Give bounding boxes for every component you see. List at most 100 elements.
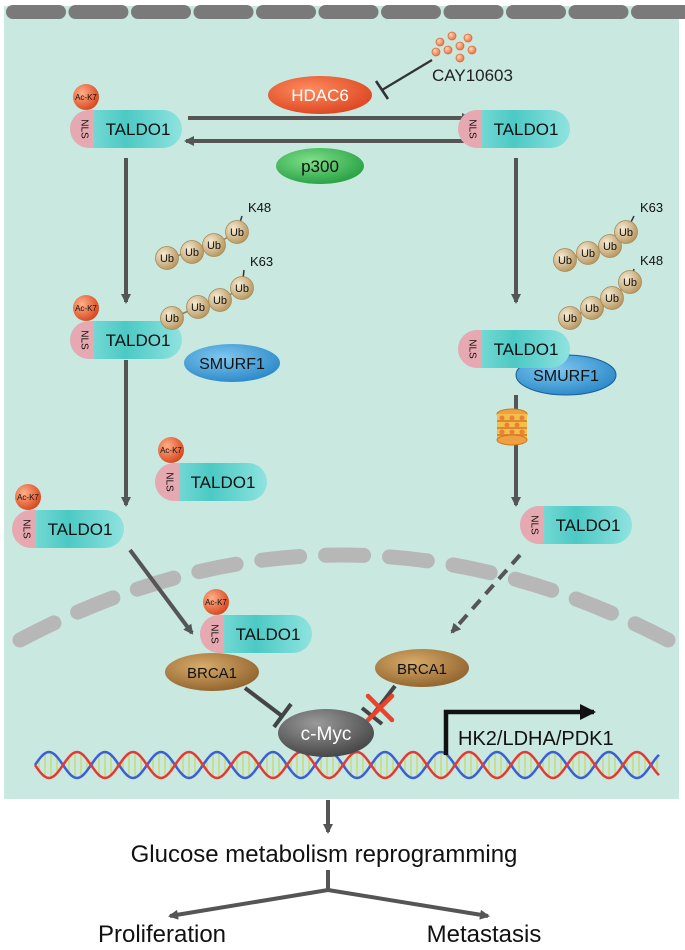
ub-label: Ub [619,227,633,239]
ubiquitin: Ub [598,234,622,258]
taldo1-label: TALDO1 [106,331,171,350]
ub-label: Ub [605,293,619,305]
acetyl-label: Ac-K7 [160,446,182,455]
taldo1-label: TALDO1 [106,120,171,139]
brca1-right: BRCA1 [375,649,469,687]
brca1-left: BRCA1 [165,653,259,691]
nls-label: NLS [528,515,539,535]
membrane-segment [131,5,191,19]
outcome-main-label: Glucose metabolism reprogramming [131,841,518,868]
ubiquitin: Ub [553,248,577,272]
ub-label: Ub [207,240,221,252]
brca1-label: BRCA1 [187,665,237,682]
nls-label: NLS [20,519,31,539]
ubiquitin: Ub [618,270,642,294]
p300-enzyme: p300 [276,148,364,184]
membrane-segment [381,5,441,19]
membrane-segment [68,5,129,19]
ubiquitin: Ub [230,276,254,300]
nls-domain [70,321,94,359]
ub-label: Ub [235,283,249,295]
ub-label: Ub [191,302,205,314]
nls-label: NLS [466,119,477,139]
acetylation-k7: Ac-K7 [73,295,99,321]
ubiquitin: Ub [155,246,179,270]
membrane-segment [318,5,379,19]
branch-left-arrow [168,888,329,920]
taldo1-label: TALDO1 [236,625,301,644]
acetylation-k7: Ac-K7 [73,84,99,110]
p300-label: p300 [301,157,339,176]
membrane-segment [568,5,629,19]
acetyl-label: Ac-K7 [75,304,97,313]
membrane-segment [6,5,66,19]
nls-domain [458,330,482,368]
ub-label: Ub [185,247,199,259]
ubiquitin: Ub [208,288,232,312]
nls-domain [12,510,36,548]
nls-domain [200,615,224,653]
ub-label: Ub [623,277,637,289]
outcome-right-label: Metastasis [427,921,542,945]
inhibitor-line [381,59,433,91]
linkage-label: K48 [248,200,271,215]
impaired-import-arrow [450,553,522,634]
dna-strand-red [33,750,660,780]
nls-domain [70,110,94,148]
ubiquitin: Ub [558,306,582,330]
ub-label: Ub [213,295,227,307]
ub-label: Ub [585,303,599,315]
cluster-of-dots-icon [431,31,477,63]
taldo1-protein: NLS TALDO1 Ac-K7 [70,295,182,359]
linkage-label: K63 [250,254,273,269]
outcome-left-label: Proliferation [98,921,226,945]
ubiquitin: Ub [160,306,184,330]
brca1-label: BRCA1 [397,661,447,678]
ubiquitin: Ub [202,233,226,257]
nls-label: NLS [78,330,89,350]
branch-right-arrow [327,888,490,920]
taldo1-label: TALDO1 [556,516,621,535]
ubiquitin: Ub [614,220,638,244]
taldo1-label: TALDO1 [494,120,559,139]
taldo1-protein: NLS TALDO1 [458,110,570,148]
membrane-segment [506,5,566,19]
acetylation-k7: Ac-K7 [203,589,229,615]
ub-label: Ub [230,227,244,239]
ubiquitin: Ub [180,240,204,264]
red-cross-icon [365,693,395,723]
t-bar-inhibition-icon [272,702,293,729]
acetyl-label: Ac-K7 [17,493,39,502]
acetylation-k7: Ac-K7 [158,437,184,463]
acetyl-label: Ac-K7 [205,598,227,607]
ub-label: Ub [160,253,174,265]
nuclear-import-arrow [128,548,194,635]
bent-arrow-icon [443,704,596,755]
brca1-inhibition-line [243,686,284,718]
taldo1-protein: NLS TALDO1 [520,506,632,544]
ub-label: Ub [558,255,572,267]
nls-domain [155,463,179,501]
plasma-membrane [6,5,685,19]
membrane-segment [631,5,685,19]
nls-label: NLS [466,339,477,359]
nls-label: NLS [163,472,174,492]
nls-domain [520,506,544,544]
ubiquitin: Ub [225,220,249,244]
membrane-segment [443,5,504,19]
membrane-segment [193,5,254,19]
ub-label: Ub [581,248,595,260]
hdac6-label: HDAC6 [291,86,349,105]
acetylation-k7: Ac-K7 [15,484,41,510]
